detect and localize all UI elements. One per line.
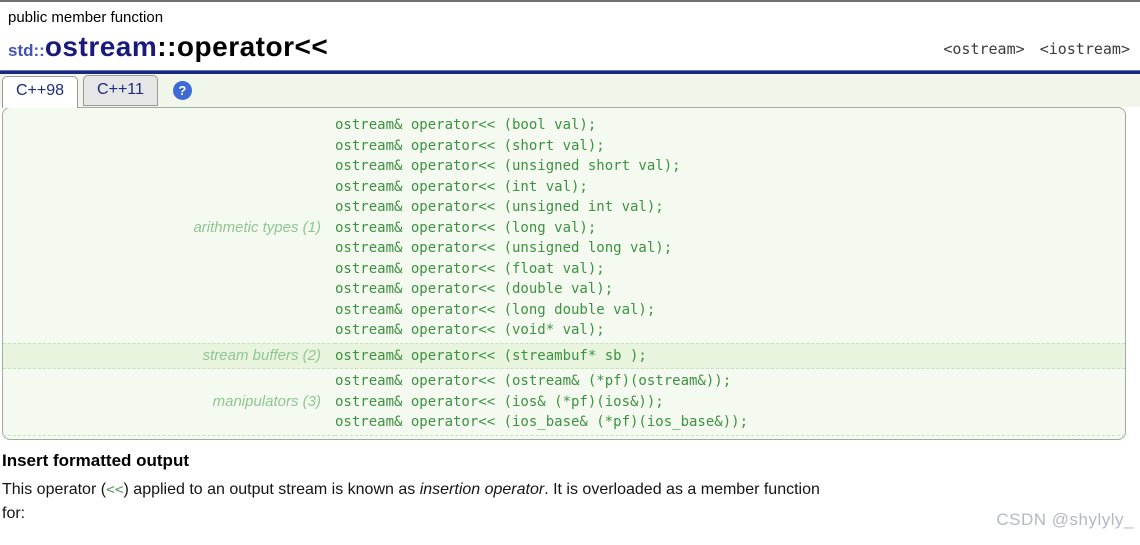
prototype-box: arithmetic types (1) ostream& operator<< … [2, 107, 1126, 440]
tab-cpp98[interactable]: C++98 [2, 76, 79, 108]
tab-cpp11[interactable]: C++11 [83, 75, 158, 106]
prototype-code-line: ostream& operator<< (long double val); [335, 301, 656, 318]
prototype-code-line: ostream& operator<< (unsigned long val); [335, 240, 673, 256]
title-member-name: ::operator<< [157, 31, 329, 62]
prototype-code-line: ostream& operator<< (double val); [335, 281, 614, 297]
prototype-table-body: arithmetic types (1) ostream& operator<< … [3, 113, 1125, 436]
title-divider-rule [0, 70, 1140, 74]
overload-group-label: stream buffers (2) [3, 342, 335, 369]
help-icon[interactable]: ? [172, 81, 192, 100]
description-prefix: This operator ( [2, 480, 107, 498]
header-includes: <ostream> <iostream> [937, 40, 1130, 58]
version-tab-strip: C++98 C++11 ? [0, 74, 1140, 108]
prototype-code-line: ostream& operator<< (ios& (*pf)(ios&)); [335, 393, 664, 410]
description-emphasis: insertion operator [419, 480, 545, 498]
prototype-code: ostream& operator<< (ostream& (*pf)(ostr… [335, 368, 1125, 436]
section-heading: Insert formatted output [2, 450, 189, 470]
description-line2: for: [2, 504, 26, 522]
prototype-code-line: ostream& operator<< (void* val); [335, 322, 605, 338]
prototype-code-line: ostream& operator<< (ios_base& (*pf)(ios… [335, 414, 749, 430]
prototype-code-line: ostream& operator<< (unsigned short val)… [335, 158, 681, 174]
member-kind-label: public member function [8, 9, 164, 26]
include-link-ostream[interactable]: <ostream> [943, 40, 1025, 58]
prototype-table: arithmetic types (1) ostream& operator<< … [3, 113, 1125, 436]
prototype-row: arithmetic types (1) ostream& operator<< … [3, 113, 1125, 343]
prototype-code-line: ostream& operator<< (unsigned int val); [335, 199, 664, 215]
page-title: std::ostream::operator<< [8, 29, 1140, 70]
csdn-watermark: CSDN @shylyly_ [996, 510, 1134, 529]
prototype-code-line: ostream& operator<< (float val); [335, 260, 605, 277]
overload-group-label: arithmetic types (1) [193, 219, 321, 237]
overload-group-label: manipulators (3) [3, 368, 335, 436]
prototype-code-line: ostream& operator<< (int val); [335, 178, 588, 195]
description-paragraph: This operator (<<) applied to an output … [2, 478, 1134, 525]
prototype-code-line: ostream& operator<< (short val); [335, 137, 605, 154]
prototype-code: ostream& operator<< (streambuf* sb ); [335, 342, 1125, 369]
title-namespace: std:: [8, 41, 45, 60]
page-header: public member function std::ostream::ope… [0, 2, 1140, 70]
prototype-row: manipulators (3)ostream& operator<< (ost… [3, 368, 1125, 436]
prototype-code-line: ostream& operator<< (long val); [335, 219, 597, 236]
prototype-code-line: ostream& operator<< (ostream& (*pf)(ostr… [335, 373, 732, 389]
include-link-iostream[interactable]: <iostream> [1039, 40, 1130, 58]
prototype-row: stream buffers (2)ostream& operator<< (s… [3, 342, 1125, 369]
prototype-code-line: ostream& operator<< (streambuf* sb ); [335, 347, 647, 364]
prototype-code-line: ostream& operator<< (bool val); [335, 117, 597, 133]
description-suffix: . It is overloaded as a member function [544, 480, 820, 498]
prototype-code: ostream& operator<< (bool val); ostream& … [335, 113, 1125, 343]
insertion-operator-code: << [106, 481, 124, 498]
description-middle: ) applied to an output stream is known a… [123, 480, 420, 498]
title-class-name: ostream [44, 31, 158, 62]
